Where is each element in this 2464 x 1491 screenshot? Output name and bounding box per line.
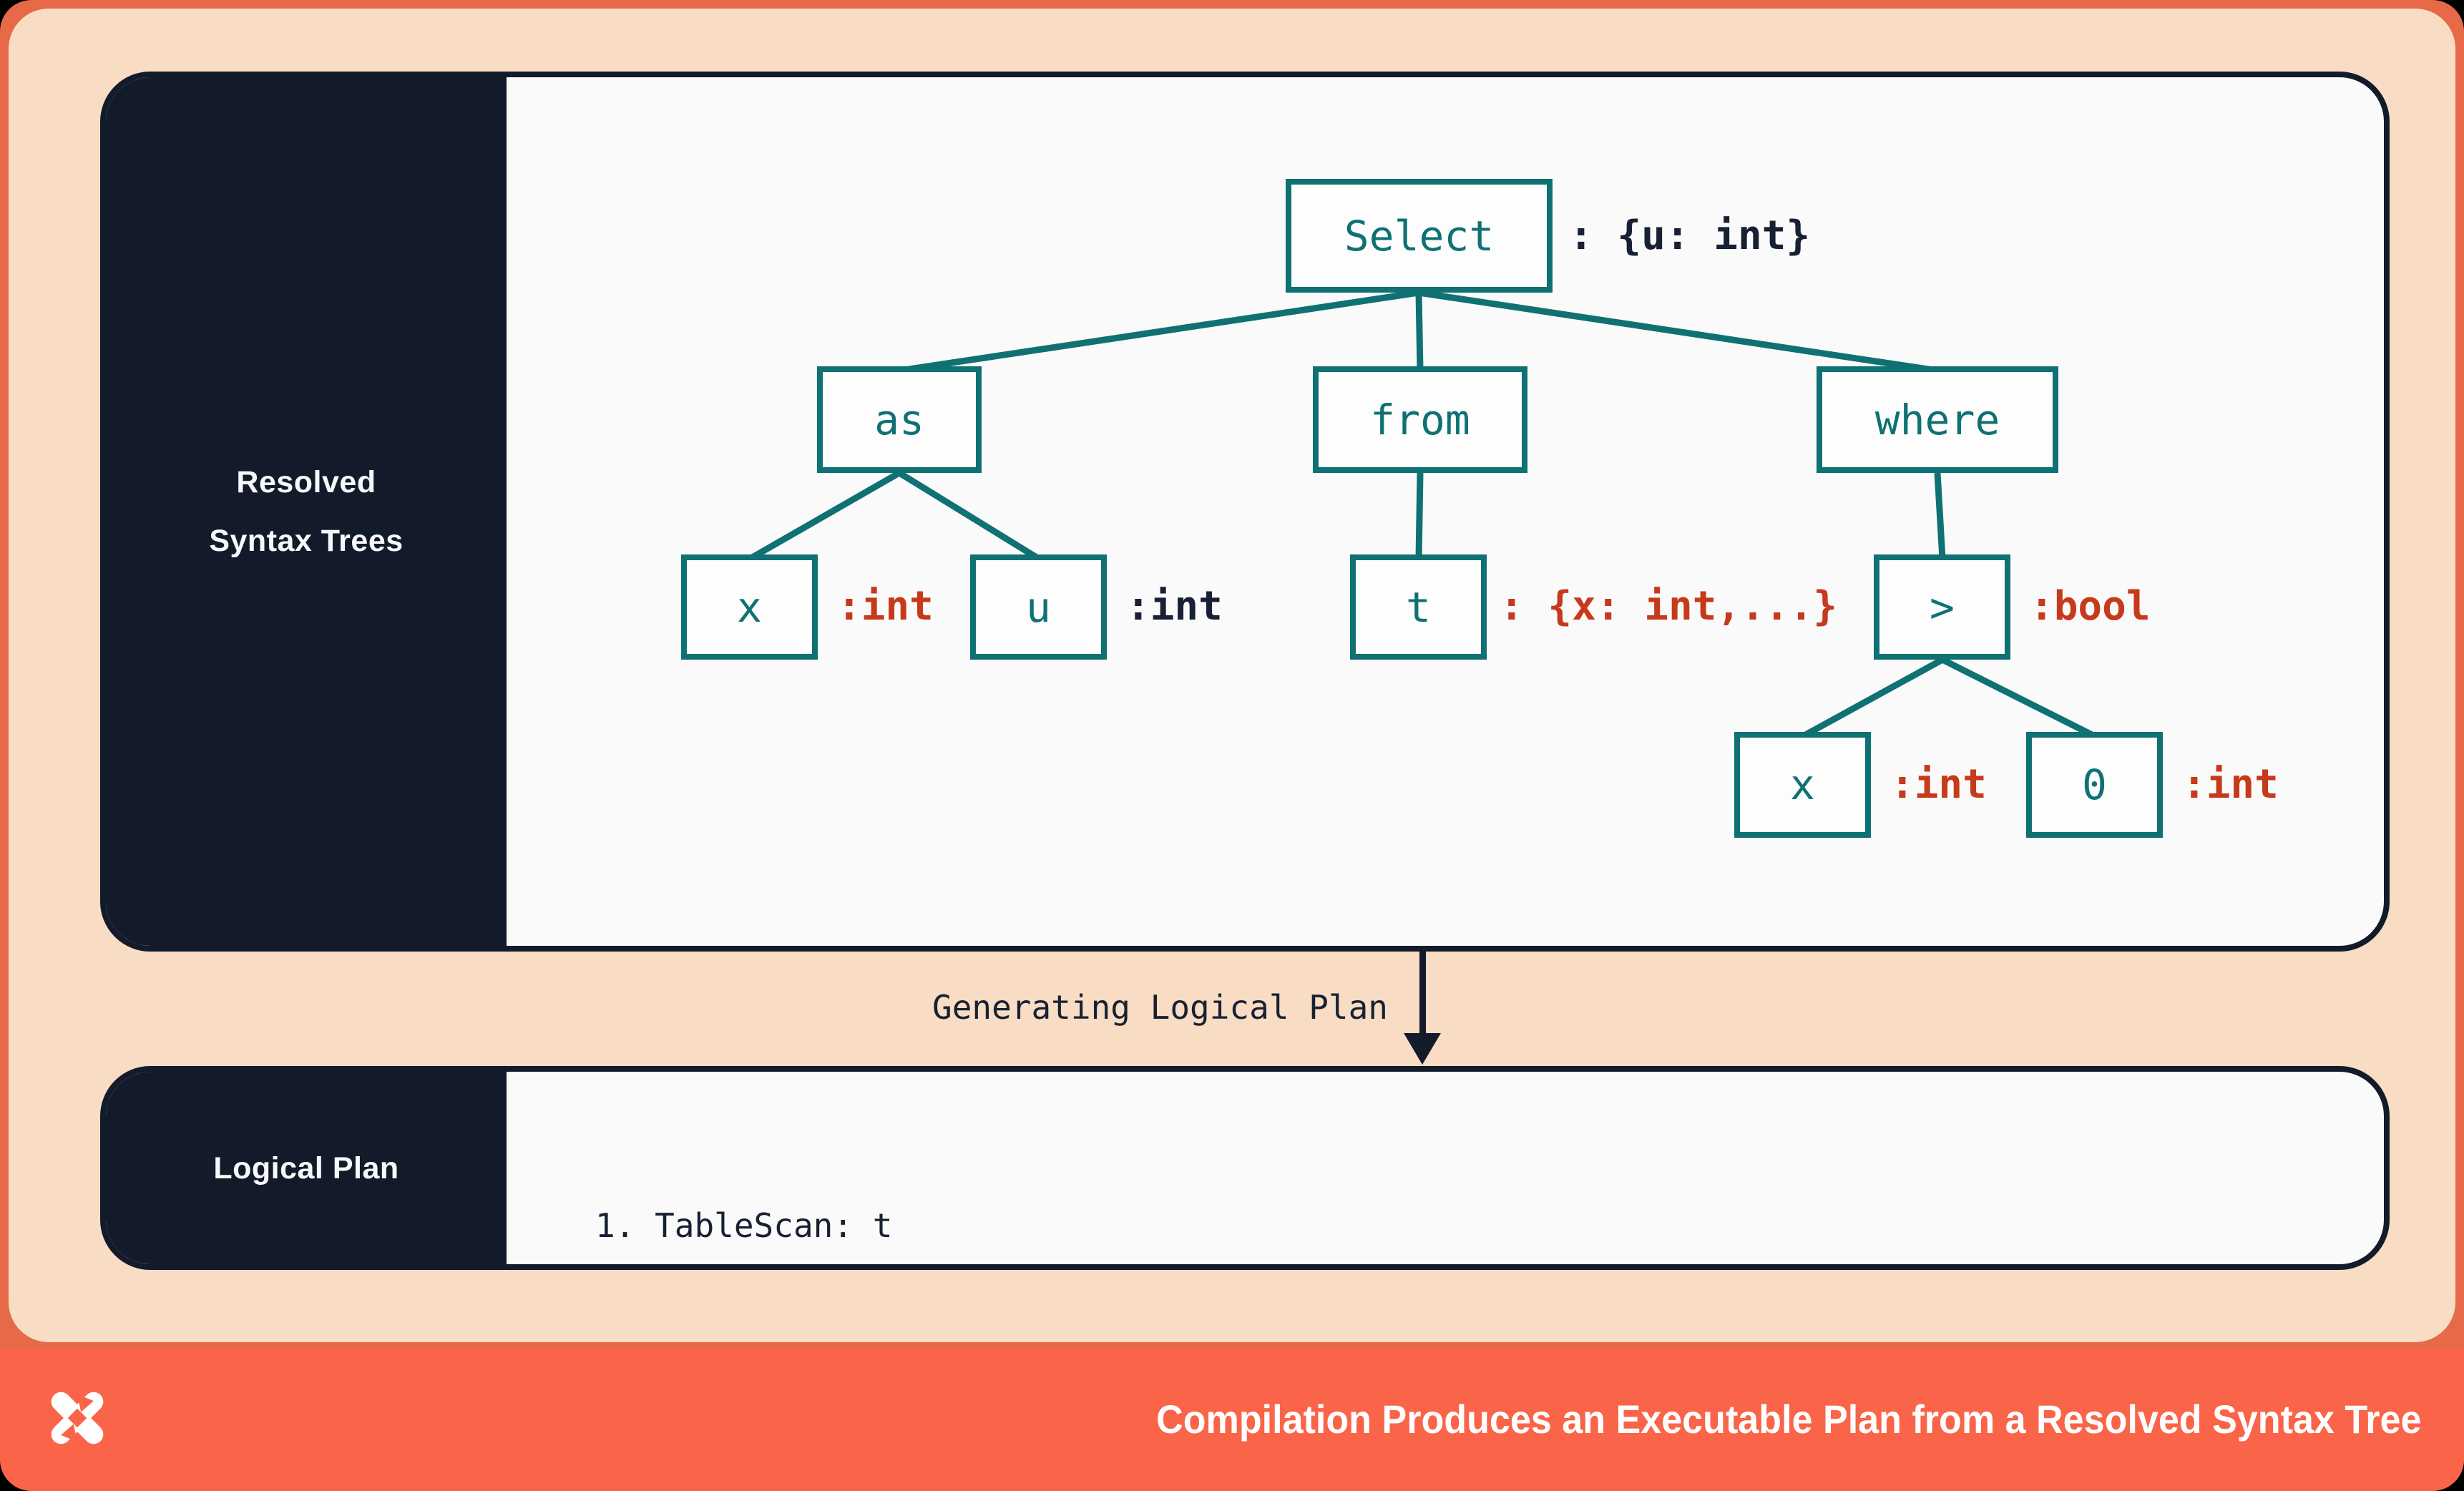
type-annotation-t-table: : {x: int,...} bbox=[1500, 583, 1838, 630]
tree-node-as: as bbox=[817, 366, 982, 473]
flow-arrow-head-icon bbox=[1404, 1033, 1441, 1065]
tree-node-as-label: as bbox=[874, 395, 924, 444]
footer-band bbox=[0, 1348, 2464, 1491]
resolved-panel-title-line1: Resolved bbox=[236, 465, 376, 499]
transition-caption: Generating Logical Plan bbox=[932, 988, 1388, 1027]
logical-plan-title: Logical Plan bbox=[213, 1150, 399, 1186]
logical-plan-steps: 1. TableScan: t 2. Filter: t.x > 0 3. Pr… bbox=[595, 1106, 1051, 1264]
resolved-panel-title: Resolved Syntax Trees bbox=[209, 453, 403, 570]
tree-node-t-table: t bbox=[1350, 554, 1487, 660]
tree-edges bbox=[748, 289, 2097, 740]
type-annotation-x-alias: :int bbox=[837, 583, 934, 630]
tree-node-select-label: Select bbox=[1344, 211, 1495, 260]
resolved-syntax-trees-panel: Resolved Syntax Trees Select : {u: int} … bbox=[100, 72, 2390, 952]
resolved-panel-title-line2: Syntax Trees bbox=[209, 524, 404, 558]
logical-plan-panel: Logical Plan 1. TableScan: t 2. Filter: … bbox=[100, 1066, 2390, 1270]
tree-node-x-operand-label: x bbox=[1790, 761, 1815, 809]
tree-node-t-table-label: t bbox=[1406, 582, 1431, 632]
type-annotation-x-operand: :int bbox=[1890, 761, 1987, 808]
resolved-panel-sidebar: Resolved Syntax Trees bbox=[106, 77, 507, 946]
tree-node-zero-operand-label: 0 bbox=[2082, 761, 2107, 809]
tree-node-u-alias: u bbox=[970, 554, 1107, 660]
tree-node-where-label: where bbox=[1874, 395, 2000, 444]
tree-node-x-alias: x bbox=[681, 554, 818, 660]
tree-node-from: from bbox=[1313, 366, 1527, 473]
tree-node-x-alias-label: x bbox=[737, 582, 762, 632]
tree-node-from-label: from bbox=[1370, 395, 1470, 444]
type-annotation-select: : {u: int} bbox=[1569, 212, 1811, 259]
tree-node-u-alias-label: u bbox=[1026, 582, 1051, 632]
footer-title: Compilation Produces an Executable Plan … bbox=[1155, 1397, 2421, 1442]
tree-node-select: Select bbox=[1286, 179, 1553, 293]
tree-node-gt-operator: > bbox=[1874, 554, 2010, 660]
tree-node-zero-operand: 0 bbox=[2026, 732, 2163, 838]
type-annotation-gt-operator: :bool bbox=[2030, 583, 2151, 630]
type-annotation-zero-operand: :int bbox=[2182, 761, 2279, 808]
flow-arrow-line bbox=[1419, 952, 1426, 1035]
tree-node-x-operand: x bbox=[1734, 732, 1871, 838]
type-annotation-u-alias: :int bbox=[1126, 583, 1223, 630]
pinwheel-x-logo-icon bbox=[51, 1392, 104, 1444]
tree-node-gt-operator-label: > bbox=[1930, 582, 1955, 632]
logical-plan-step-1: 1. TableScan: t bbox=[595, 1206, 893, 1245]
logical-plan-sidebar: Logical Plan bbox=[106, 1072, 507, 1264]
tree-node-where: where bbox=[1817, 366, 2058, 473]
